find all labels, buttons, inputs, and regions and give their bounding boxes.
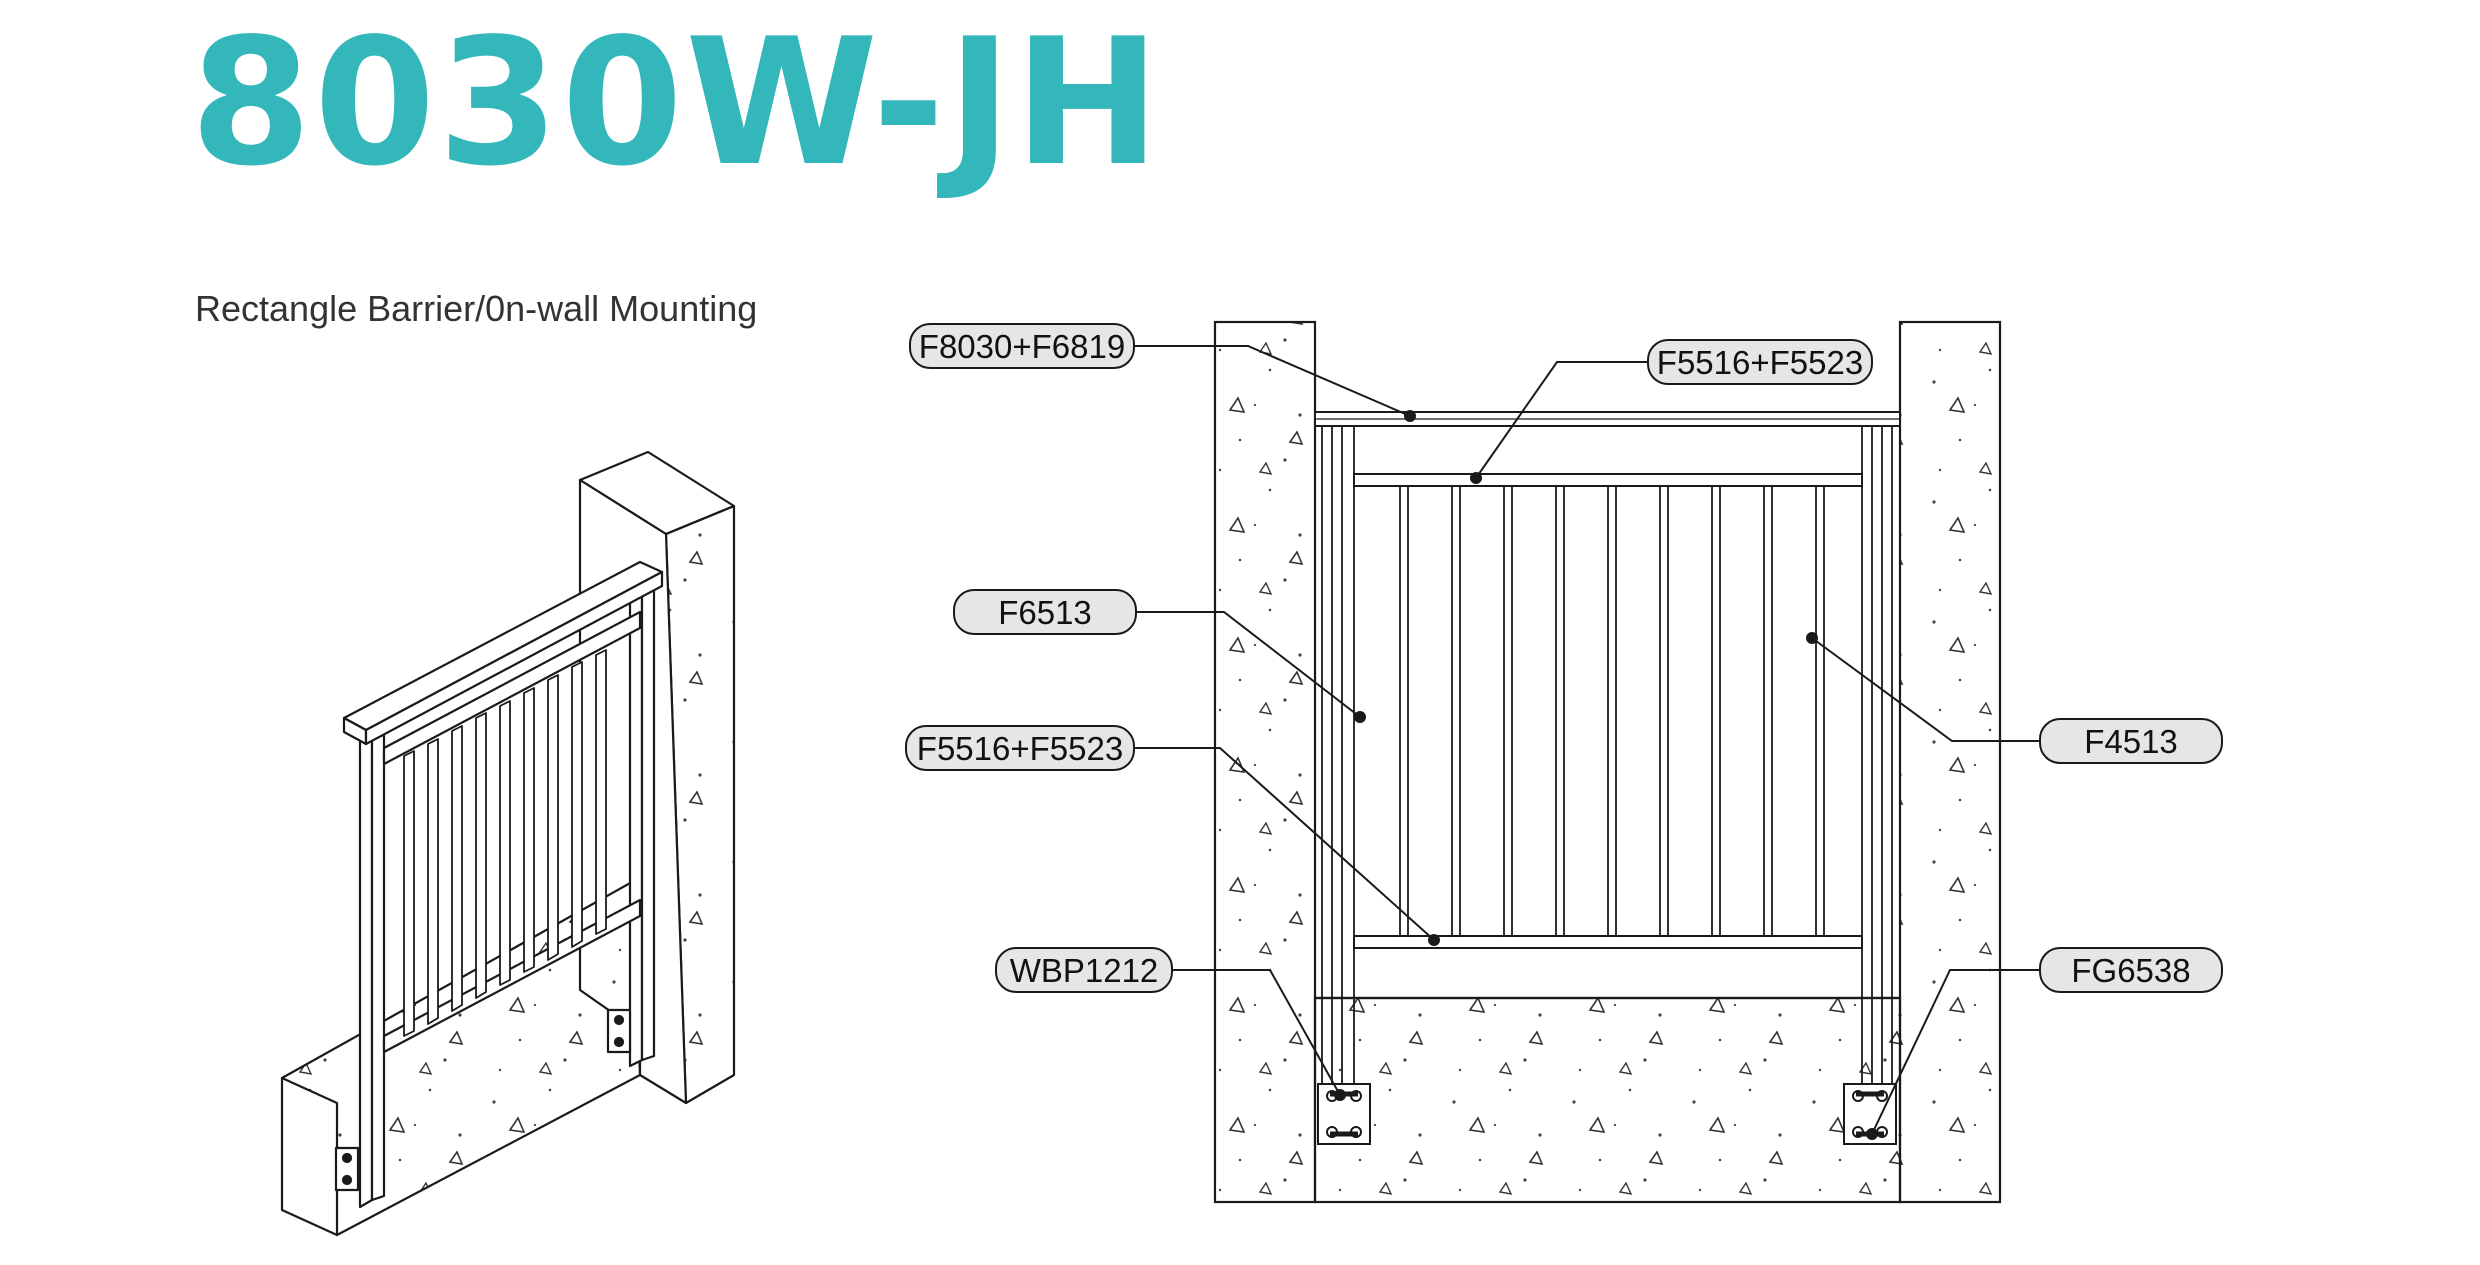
elev-upper-rail	[1353, 473, 1863, 487]
callout-plate-left: WBP1212	[995, 947, 1173, 993]
elev-post-left	[1321, 426, 1355, 1090]
callout-top-rail: F8030+F6819	[909, 323, 1135, 369]
product-title: 8030W-JH	[190, 2, 1163, 205]
leader-plate-right	[1871, 969, 2040, 1135]
elev-plate-left	[1317, 1083, 1371, 1145]
leader-plate-left	[1172, 969, 1341, 1096]
callout-lower-rail: F5516+F5523	[905, 725, 1135, 771]
leader-upper-rail	[1475, 361, 1648, 479]
elev-post-right	[1861, 426, 1893, 1090]
leader-picket	[1811, 637, 2040, 742]
callout-post: F6513	[953, 589, 1137, 635]
callout-post-label: F6513	[998, 594, 1092, 631]
right-wall	[1898, 320, 2002, 1204]
callout-lower-rail-label: F5516+F5523	[917, 730, 1123, 767]
leader-post	[1136, 611, 1361, 718]
callout-upper-rail: F5516+F5523	[1647, 339, 1873, 385]
callout-top-rail-label: F8030+F6819	[919, 328, 1125, 365]
iso-upper-rail	[382, 610, 642, 766]
leader-lower-rail	[1134, 747, 1435, 941]
callout-plate-left-label: WBP1212	[1010, 952, 1159, 989]
elevation-drawing-icon	[1213, 320, 2002, 1204]
left-wall	[1213, 320, 1317, 1204]
elev-pickets	[1399, 485, 1825, 937]
callout-plate-right: FG6538	[2039, 947, 2223, 993]
iso-top-rail	[342, 560, 664, 746]
callouts: F8030+F6819 F5516+F5523 F6513 F4513 F551…	[905, 323, 2223, 1140]
leader-top-rail	[1134, 345, 1411, 417]
product-subtitle: Rectangle Barrier/0n-wall Mounting	[195, 288, 758, 329]
callout-picket: F4513	[2039, 718, 2223, 764]
iso-post-left	[334, 722, 386, 1209]
isometric-railing-icon	[280, 450, 736, 1237]
callout-picket-label: F4513	[2084, 723, 2178, 760]
floor-slab	[1313, 996, 1902, 1204]
callout-plate-right-label: FG6538	[2071, 952, 2190, 989]
callout-upper-rail-label: F5516+F5523	[1657, 344, 1863, 381]
iso-post-right	[606, 584, 656, 1068]
iso-pickets	[403, 649, 607, 1037]
